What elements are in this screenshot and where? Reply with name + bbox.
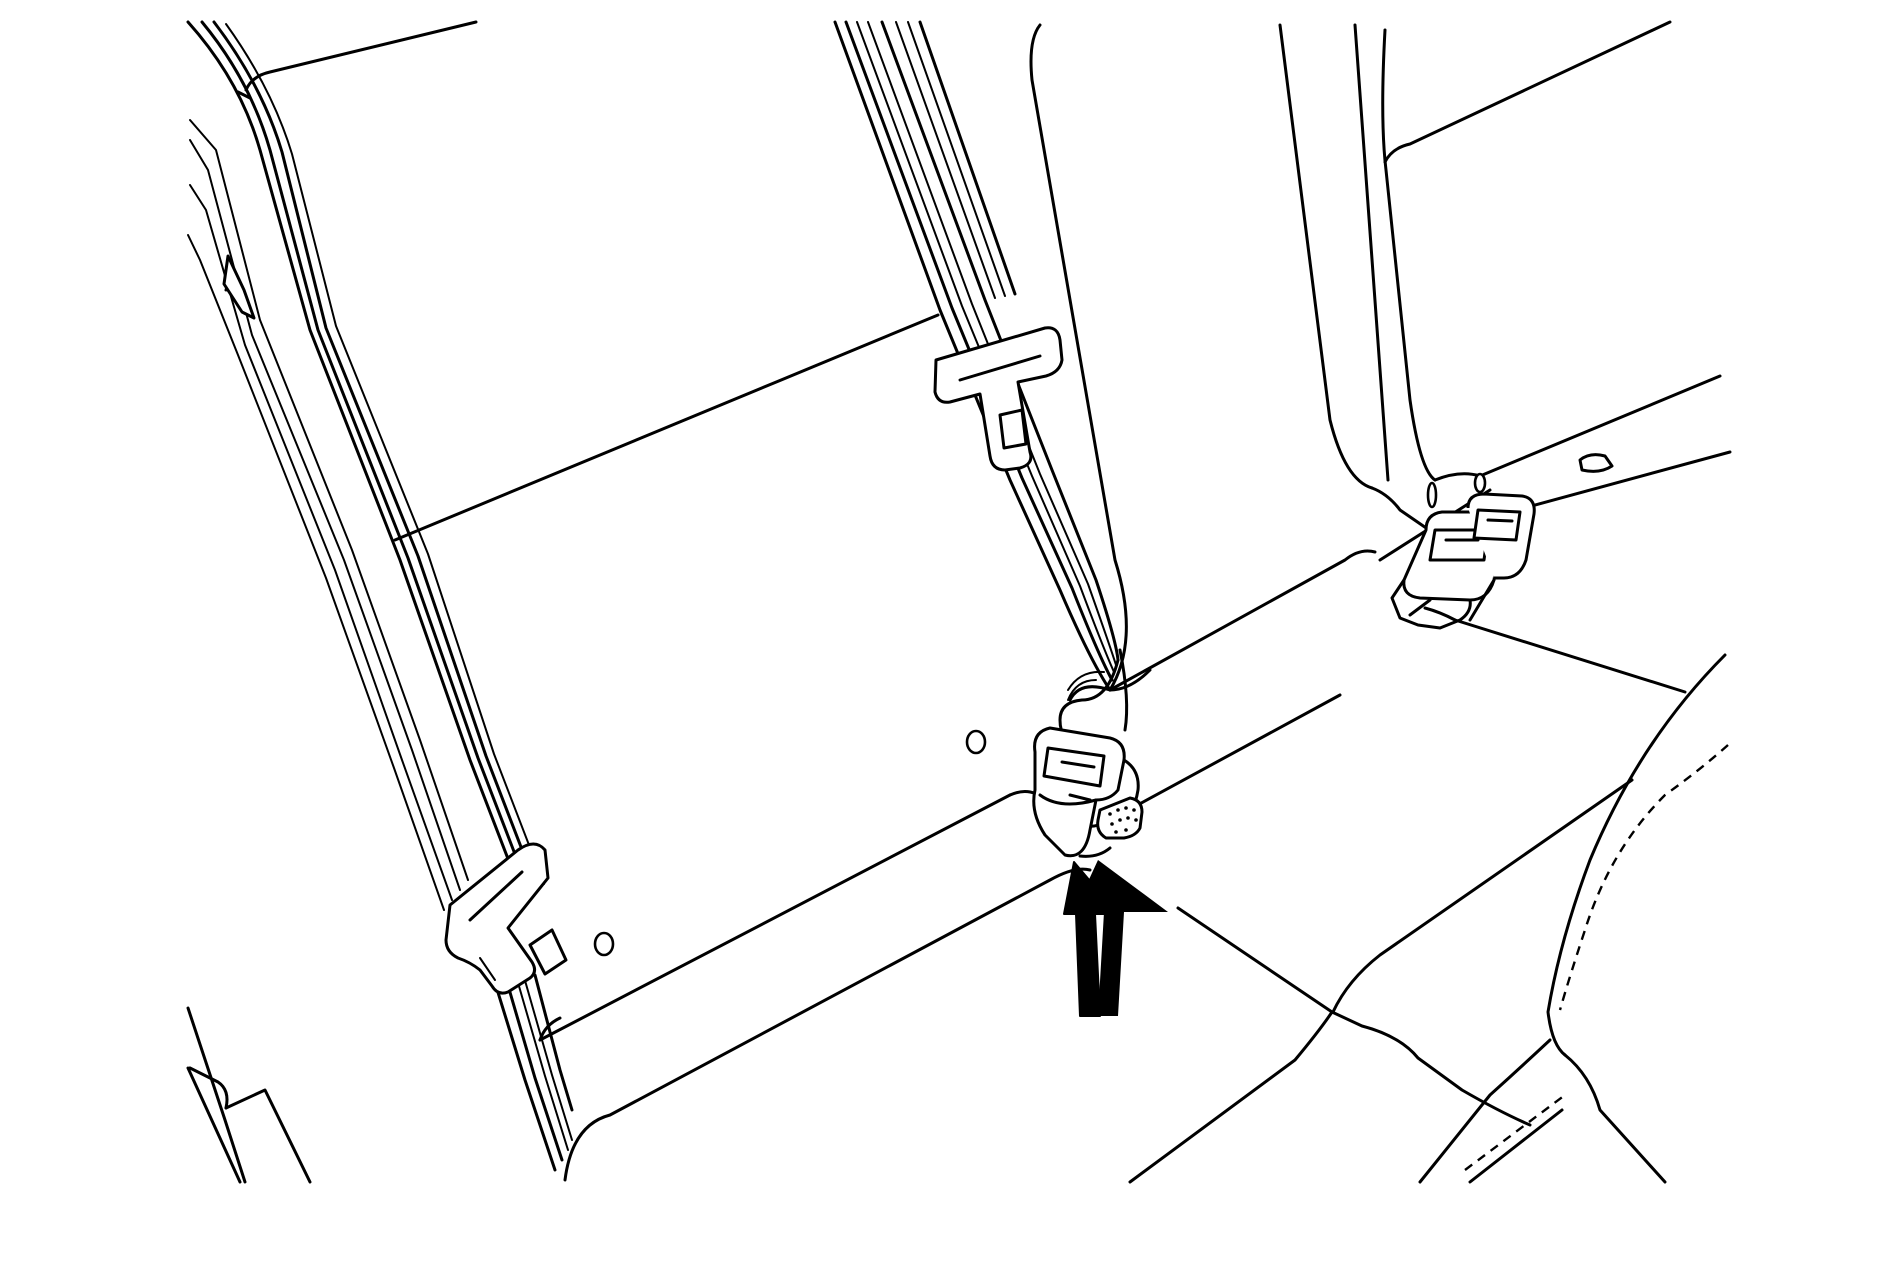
center-belt-webbing [833, 20, 1129, 747]
left-belt-webbing [186, 20, 574, 1172]
callout-arrow [1063, 860, 1168, 1017]
center-buckle-retainer [1096, 796, 1144, 840]
rear-seat-outline [186, 20, 1732, 1184]
anchor-holes [593, 453, 1614, 957]
center-latch-plate [933, 326, 1064, 472]
center-buckle [1032, 726, 1140, 858]
right-buckle-pair [1390, 492, 1536, 630]
left-latch-plate [444, 842, 568, 995]
